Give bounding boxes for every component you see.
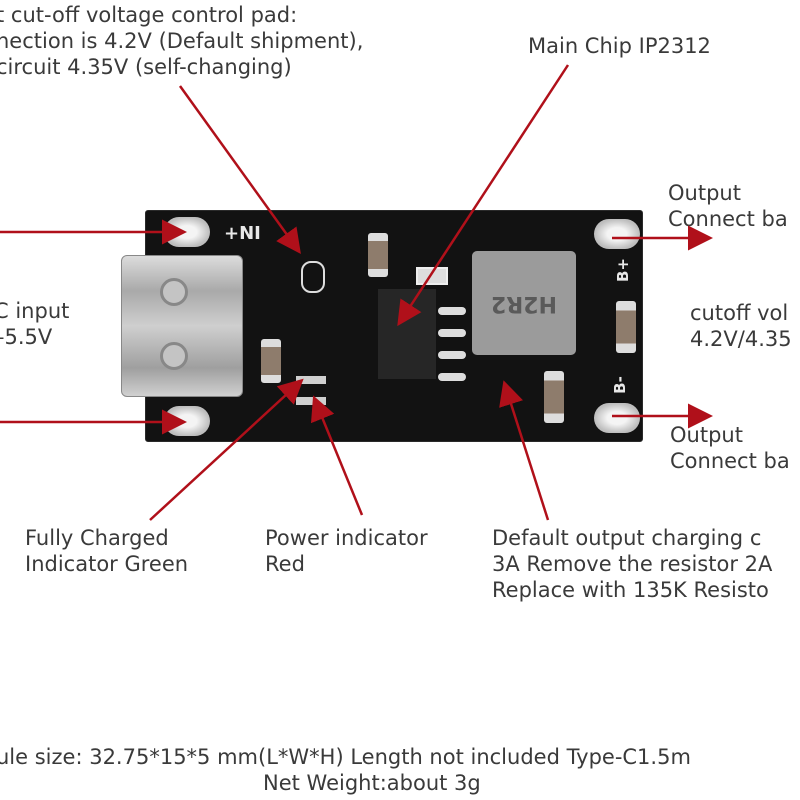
input-line-2: –5.5V <box>0 325 53 349</box>
output-bottom-line-2: Connect ba <box>670 449 790 473</box>
capacitor <box>544 371 564 423</box>
main-chip-label: Main Chip IP2312 <box>528 34 711 58</box>
green-led <box>296 376 326 384</box>
battery-plus-pad <box>594 219 640 249</box>
fully-charged-label: Fully Charged Indicator Green <box>25 525 188 577</box>
default-output-label: Default output charging c 3A Remove the … <box>492 525 772 603</box>
battery-minus-pad <box>594 403 640 433</box>
usb-c-connector <box>121 255 243 397</box>
cutoff-voltage-label: cutoff vol 4.2V/4.35 <box>690 300 792 352</box>
silk-plus: +NI <box>224 223 261 244</box>
silk-bminus: B- <box>610 376 629 394</box>
cutoff-voltage-line-1: cutoff vol <box>690 301 789 325</box>
output-top-line-2: Connect ba <box>668 207 788 231</box>
red-led <box>296 397 326 405</box>
cutoff-control-pad <box>301 261 325 293</box>
fully-charged-line-2: Indicator Green <box>25 552 189 576</box>
cutoff-pad-line-3: circuit 4.35V (self-changing) <box>0 55 292 79</box>
cutoff-pad-line-1: t cut-off voltage control pad: <box>0 3 298 27</box>
cutoff-pad-label: t cut-off voltage control pad: nection i… <box>0 2 363 80</box>
cutoff-voltage-line-2: 4.2V/4.35 <box>690 327 792 351</box>
power-indicator-line-2: Red <box>265 552 305 576</box>
default-output-line-2: 3A Remove the resistor 2A <box>492 552 773 576</box>
output-bottom-line-1: Output <box>670 423 743 447</box>
output-bottom-label: Output Connect ba <box>670 422 790 474</box>
power-indicator-line-1: Power indicator <box>265 526 428 550</box>
input-plus-pad <box>164 217 210 247</box>
pin-pad <box>438 351 466 359</box>
main-chip-ip2312 <box>378 289 436 379</box>
capacitor <box>261 339 281 383</box>
silk-bplus: B+ <box>614 257 633 283</box>
pin-pad <box>438 307 466 315</box>
inductor: H2R2 <box>472 251 576 355</box>
inductor-marking: H2R2 <box>491 290 557 316</box>
input-label: C input –5.5V <box>0 298 69 350</box>
pin-pad <box>438 373 466 381</box>
output-top-label: Output Connect ba <box>668 180 788 232</box>
input-line-1: C input <box>0 299 70 323</box>
module-size-text: ule size: 32.75*15*5 mm(L*W*H) Length no… <box>0 745 691 769</box>
resistor <box>416 267 448 285</box>
output-top-line-1: Output <box>668 181 741 205</box>
power-indicator-label: Power indicator Red <box>265 525 428 577</box>
capacitor <box>368 233 388 277</box>
pin-pad <box>438 329 466 337</box>
fully-charged-line-1: Fully Charged <box>25 526 169 550</box>
capacitor <box>616 301 636 353</box>
default-output-line-3: Replace with 135K Resisto <box>492 578 769 602</box>
input-minus-pad <box>164 406 210 436</box>
net-weight-text: Net Weight:about 3g <box>263 771 481 795</box>
default-output-line-1: Default output charging c <box>492 526 762 550</box>
pcb-board: +NI B+ B- H2R2 <box>121 210 643 442</box>
cutoff-pad-line-2: nection is 4.2V (Default shipment), <box>0 29 364 53</box>
